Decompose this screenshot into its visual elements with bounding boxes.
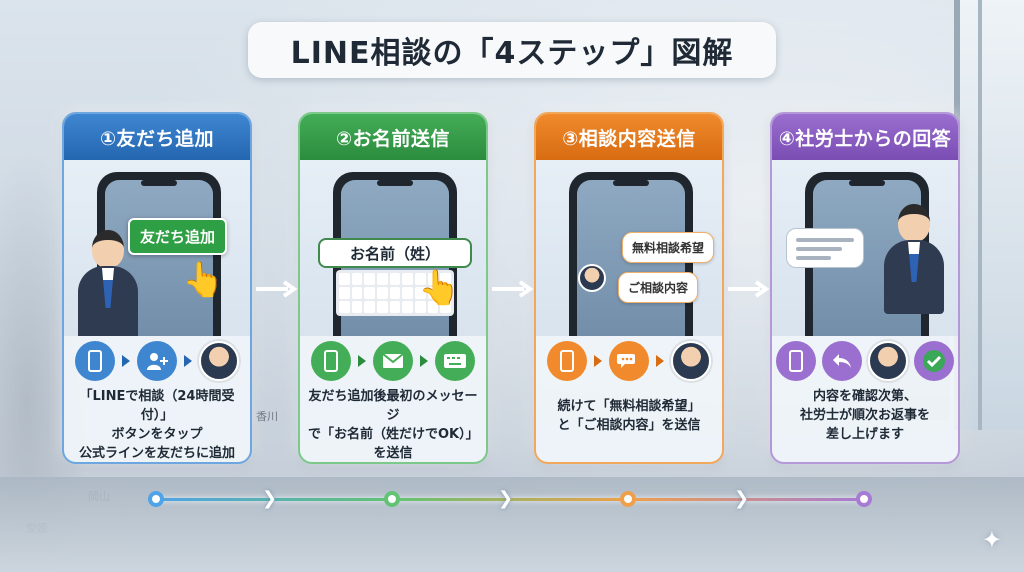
reply-icon — [822, 341, 862, 381]
timeline-dot-2 — [384, 491, 400, 507]
step-scene-1: 友だち追加 👆 — [64, 160, 250, 336]
advisor-avatar — [868, 341, 908, 381]
progress-timeline: ❯ ❯ ❯ — [140, 488, 880, 509]
desc-line: 「LINEで相談（24時間受付）」 — [79, 389, 235, 423]
advisor-avatar — [199, 341, 239, 381]
reply-bubble-illustration — [786, 228, 864, 268]
check-icon — [914, 341, 954, 381]
name-input-illustration: お名前（姓） — [318, 238, 472, 268]
advisor-avatar — [671, 341, 711, 381]
step-arrow-2 — [490, 280, 534, 298]
desc-line: で「お名前（姓だけでOK）」 — [308, 426, 479, 442]
timeline-dot-1 — [148, 491, 164, 507]
timeline-dot-3 — [620, 491, 636, 507]
sparkle-icon: ✦ — [981, 526, 1002, 554]
chat-bubble-consultation-content: ご相談内容 — [618, 272, 699, 303]
step-card-3: ③相談内容送信 無料相談希望 ご相談内容 続けて「無料相談希望」 と「ご相談内容… — [534, 112, 724, 464]
phone-icon — [75, 341, 115, 381]
timeline-chevron-icon: ❯ — [262, 488, 278, 509]
step-icons-3 — [536, 336, 722, 386]
step-description-4: 内容を確認次第、 社労士が順次お返事を 差し上げます — [772, 386, 958, 447]
desc-line: と「ご相談内容」を送信 — [557, 417, 701, 433]
step-scene-2: お名前（姓） 👆 — [300, 160, 486, 336]
timeline-line — [156, 498, 864, 501]
step-arrow-1 — [254, 280, 298, 298]
phone-icon — [547, 341, 587, 381]
step-icons-2 — [300, 336, 486, 386]
page-title: LINE相談の「4ステップ」図解 — [248, 22, 776, 78]
step-icons-4 — [772, 336, 958, 386]
step-card-2: ②お名前送信 お名前（姓） 👆 友だち追加後最初のメッセージ で「お名前（姓だけ… — [298, 112, 488, 464]
advisor-illustration — [884, 204, 944, 314]
phone-icon — [311, 341, 351, 381]
desc-line: ボタンをタップ — [111, 426, 203, 442]
step-scene-3: 無料相談希望 ご相談内容 — [536, 160, 722, 336]
chat-bubble-free-consultation: 無料相談希望 — [622, 232, 715, 263]
advisor-illustration — [78, 230, 138, 336]
step-card-4: ④社労士からの回答 内容を確認次第、 社労士が順次お返事を 差し上げます — [770, 112, 960, 464]
step-scene-4 — [772, 160, 958, 336]
timeline-dot-4 — [856, 491, 872, 507]
tap-hand-icon: 👆 — [182, 260, 225, 300]
add-friend-icon — [137, 341, 177, 381]
background-window — [954, 0, 1024, 430]
desc-line: 続けて「無料相談希望」 — [557, 399, 701, 414]
step-description-3: 続けて「無料相談希望」 と「ご相談内容」を送信 — [536, 386, 722, 438]
step-description-1: 「LINEで相談（24時間受付）」 ボタンをタップ 公式ラインを友だちに追加 — [64, 386, 250, 462]
desc-line: 差し上げます — [825, 426, 904, 442]
step-header-3: ③相談内容送信 — [536, 114, 722, 160]
timeline-chevron-icon: ❯ — [498, 488, 514, 509]
timeline-chevron-icon: ❯ — [734, 488, 750, 509]
step-header-4: ④社労士からの回答 — [772, 114, 958, 160]
keyboard-icon — [435, 341, 475, 381]
desc-line: 内容を確認次第、 — [812, 389, 917, 404]
background-desk — [0, 477, 1024, 572]
step-header-1: ①友だち追加 — [64, 114, 250, 160]
step-card-1: ①友だち追加 友だち追加 👆 「LINEで相談（24時間受付）」 ボタンをタップ… — [62, 112, 252, 464]
map-label-kagawa: 香川 — [256, 410, 278, 423]
step-description-2: 友だち追加後最初のメッセージ で「お名前（姓だけでOK）」 を送信 — [300, 386, 486, 462]
chat-icon — [609, 341, 649, 381]
step-arrow-3 — [726, 280, 770, 298]
desc-line: 社労士が順次お返事を — [799, 407, 930, 423]
desc-line: を送信 — [373, 445, 413, 461]
desc-line: 公式ラインを友だちに追加 — [78, 445, 235, 461]
step-icons-1 — [64, 336, 250, 386]
phone-icon — [776, 341, 816, 381]
add-friend-bubble: 友だち追加 — [128, 218, 228, 255]
mail-icon — [373, 341, 413, 381]
keyboard-illustration — [336, 270, 454, 316]
advisor-avatar-small — [578, 264, 606, 292]
tap-hand-icon: 👆 — [418, 268, 461, 308]
step-header-2: ②お名前送信 — [300, 114, 486, 160]
desc-line: 友だち追加後最初のメッセージ — [308, 389, 478, 423]
